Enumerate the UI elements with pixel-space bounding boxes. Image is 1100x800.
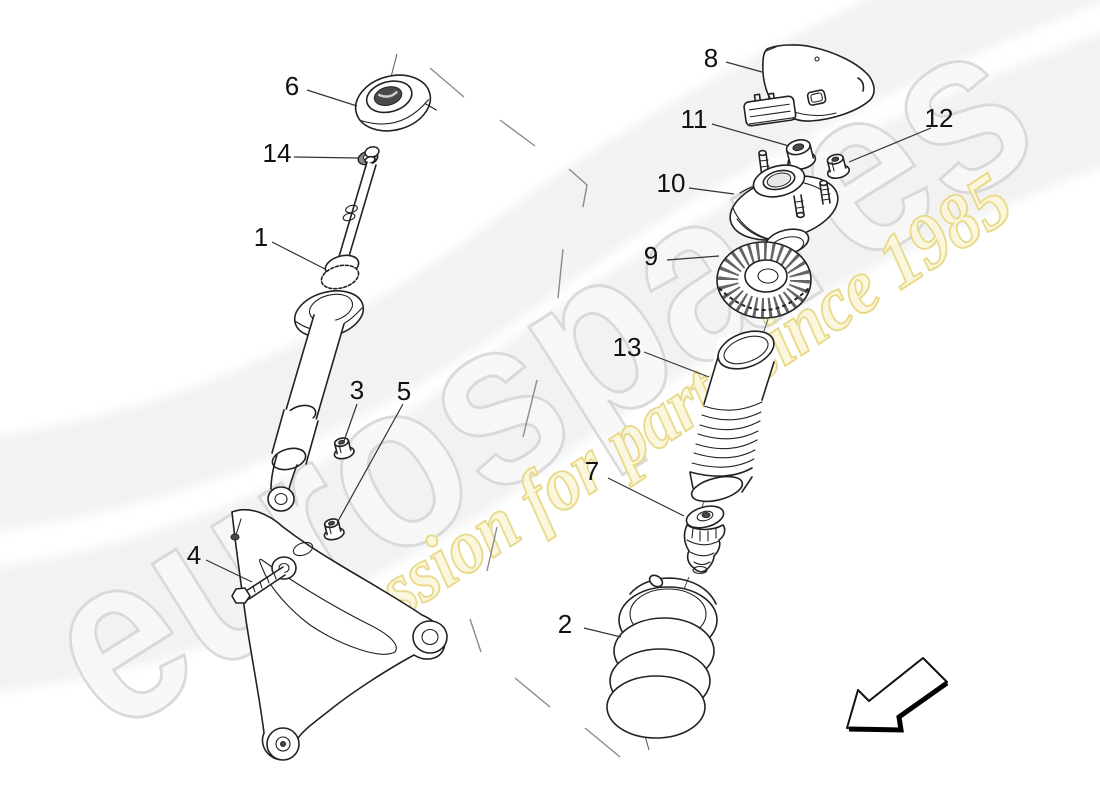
callout-9-number: 9 [644, 241, 658, 271]
callout-12-number: 12 [925, 103, 954, 133]
callout-4: 4 [187, 540, 253, 583]
callout-10-number: 10 [657, 168, 686, 198]
suspension-arm-drawing [230, 508, 448, 761]
callout-1: 1 [254, 222, 326, 270]
callout-4-number: 4 [187, 540, 201, 570]
callout-10: 10 [657, 168, 735, 198]
part-12-nut-drawing [826, 153, 851, 180]
part-1-shock-strut-drawing [267, 146, 380, 512]
callout-8: 8 [704, 43, 763, 73]
part-5-nut-drawing [323, 518, 345, 541]
part-9-spring-seat-drawing [716, 241, 812, 319]
callout-13: 13 [613, 332, 710, 378]
callout-14-number: 14 [263, 138, 292, 168]
callout-5: 5 [336, 376, 411, 524]
callout-11: 11 [681, 104, 790, 147]
callout-9: 9 [644, 241, 720, 271]
part-2-coil-spring-drawing [606, 574, 718, 739]
part-3-nut-drawing [333, 437, 355, 460]
watermark-swoosh-upper [0, 0, 1100, 531]
callout-5-number: 5 [397, 376, 411, 406]
callout-1-number: 1 [254, 222, 268, 252]
callout-8-number: 8 [704, 43, 718, 73]
callout-13-number: 13 [613, 332, 642, 362]
part-13-dust-boot-drawing [689, 330, 775, 503]
callout-6: 6 [285, 71, 358, 107]
callout-6-number: 6 [285, 71, 299, 101]
callout-3-number: 3 [350, 375, 364, 405]
watermark-brand: eurospares [0, 0, 1076, 783]
callout-3: 3 [343, 375, 364, 442]
part-4-bolt-drawing [231, 566, 286, 604]
divider-dashed-line [429, 67, 621, 758]
callouts: 1 2 3 4 5 6 7 8 [187, 43, 954, 639]
callout-7-number: 7 [585, 456, 599, 486]
callout-11-number: 11 [681, 104, 708, 134]
watermark-swoosh-lower [0, 33, 1100, 693]
callout-14: 14 [263, 138, 359, 168]
callout-2-number: 2 [558, 609, 572, 639]
callout-12: 12 [848, 103, 954, 163]
direction-arrow [846, 657, 949, 733]
callout-2: 2 [558, 609, 622, 639]
part-8-cover-drawing [743, 44, 875, 127]
part-6-top-cap-drawing [354, 74, 437, 132]
part-11-bushing-drawing [785, 139, 817, 171]
callout-7: 7 [585, 456, 685, 517]
part-7-bump-stop-drawing [683, 505, 726, 575]
